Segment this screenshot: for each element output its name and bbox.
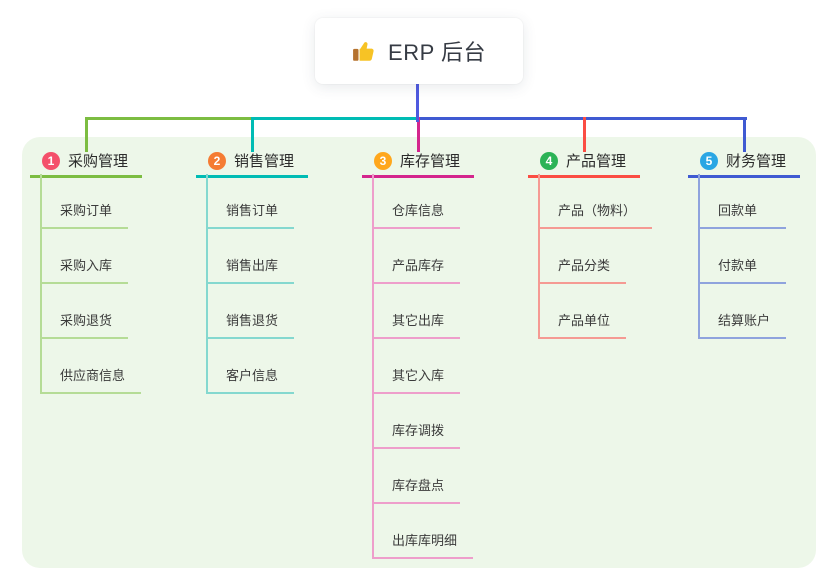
branch-label: 财务管理 — [726, 153, 787, 170]
child-node[interactable]: 付款单 — [700, 229, 786, 284]
branch-header-1[interactable]: 1 采购管理 — [30, 146, 142, 178]
child-node[interactable]: 采购退货 — [42, 284, 129, 339]
child-node[interactable]: 库存调拨 — [374, 394, 461, 449]
child-node-label: 销售订单 — [226, 203, 279, 218]
branch-header-4[interactable]: 4 产品管理 — [528, 146, 640, 178]
branch-children: 回款单付款单结算账户 — [698, 174, 787, 339]
connector-root-trunk — [416, 84, 419, 122]
branch-children: 销售订单销售出库销售退货客户信息 — [206, 174, 295, 394]
child-node-label: 客户信息 — [226, 368, 279, 383]
branch-number-badge: 4 — [540, 151, 558, 170]
branch-number-badge: 3 — [374, 151, 392, 170]
child-node-label: 结算账户 — [718, 313, 771, 328]
connector-stub-2 — [251, 117, 254, 152]
child-node[interactable]: 销售退货 — [208, 284, 295, 339]
connector-horizontal-2 — [252, 117, 418, 120]
child-node[interactable]: 其它出库 — [374, 284, 461, 339]
child-node[interactable]: 结算账户 — [700, 284, 787, 339]
child-node-label: 付款单 — [718, 258, 758, 273]
child-node-label: 采购订单 — [60, 203, 113, 218]
child-node-label: 出库库明细 — [392, 533, 458, 548]
child-node[interactable]: 产品（物料） — [540, 174, 653, 229]
branch-number-badge: 1 — [42, 151, 60, 170]
child-node[interactable]: 回款单 — [700, 174, 786, 229]
child-node-label: 产品（物料） — [558, 203, 637, 218]
child-node[interactable]: 产品库存 — [374, 229, 461, 284]
child-node[interactable]: 其它入库 — [374, 339, 461, 394]
branches-panel — [22, 137, 816, 568]
branch-header-2[interactable]: 2 销售管理 — [196, 146, 308, 178]
connector-stub-4 — [583, 117, 586, 152]
child-node-label: 其它入库 — [392, 368, 445, 383]
child-node[interactable]: 产品分类 — [540, 229, 627, 284]
child-node-label: 销售退货 — [226, 313, 279, 328]
root-node[interactable]: ERP 后台 — [315, 18, 523, 84]
child-node-label: 供应商信息 — [60, 368, 126, 383]
branch-header-3[interactable]: 3 库存管理 — [362, 146, 474, 178]
child-node-label: 产品单位 — [558, 313, 611, 328]
connector-stub-3 — [417, 117, 420, 152]
branch-number-badge: 2 — [208, 151, 226, 170]
child-node-label: 产品库存 — [392, 258, 445, 273]
connector-stub-5 — [743, 117, 746, 152]
connector-horizontal-5 — [418, 117, 747, 120]
child-node[interactable]: 采购入库 — [42, 229, 129, 284]
branch-children: 仓库信息产品库存其它出库其它入库库存调拨库存盘点出库库明细 — [372, 174, 474, 559]
child-node-label: 产品分类 — [558, 258, 611, 273]
child-node-label: 库存调拨 — [392, 423, 445, 438]
child-node-label: 销售出库 — [226, 258, 279, 273]
branch-header-5[interactable]: 5 财务管理 — [688, 146, 800, 178]
thumbs-up-icon — [352, 38, 378, 64]
branch-number-badge: 5 — [700, 151, 718, 170]
branch-label: 销售管理 — [234, 153, 295, 170]
branch-label: 产品管理 — [566, 153, 627, 170]
branch-label: 库存管理 — [400, 153, 461, 170]
child-node[interactable]: 产品单位 — [540, 284, 627, 339]
child-node[interactable]: 销售出库 — [208, 229, 295, 284]
child-node[interactable]: 仓库信息 — [374, 174, 461, 229]
child-node[interactable]: 供应商信息 — [42, 339, 142, 394]
child-node-label: 采购退货 — [60, 313, 113, 328]
child-node-label: 回款单 — [718, 203, 758, 218]
child-node[interactable]: 客户信息 — [208, 339, 295, 394]
child-node[interactable]: 采购订单 — [42, 174, 129, 229]
child-node[interactable]: 库存盘点 — [374, 449, 461, 504]
child-node-label: 其它出库 — [392, 313, 445, 328]
root-title: ERP 后台 — [388, 40, 486, 65]
connector-horizontal-1 — [86, 117, 252, 120]
child-node[interactable]: 销售订单 — [208, 174, 295, 229]
child-node-label: 库存盘点 — [392, 478, 445, 493]
child-node-label: 仓库信息 — [392, 203, 445, 218]
branch-label: 采购管理 — [68, 153, 129, 170]
child-node[interactable]: 出库库明细 — [374, 504, 474, 559]
connector-stub-1 — [85, 117, 88, 152]
branch-children: 采购订单采购入库采购退货供应商信息 — [40, 174, 142, 394]
branch-children: 产品（物料） 产品分类产品单位 — [538, 174, 653, 339]
child-node-label: 采购入库 — [60, 258, 113, 273]
